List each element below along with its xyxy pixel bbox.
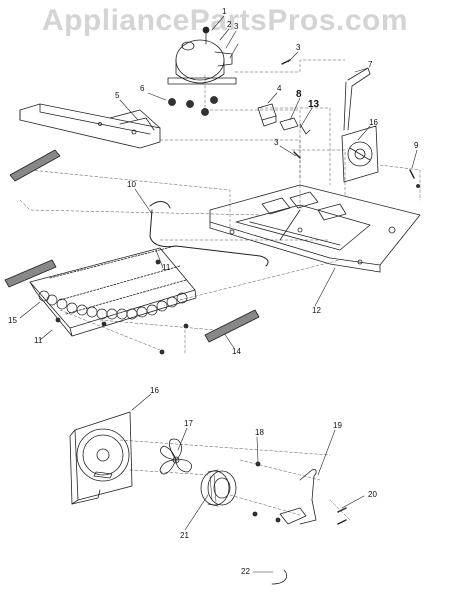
callout-10: 10 — [127, 180, 136, 189]
callout-19: 19 — [333, 421, 342, 430]
callout-1: 1 — [222, 7, 227, 16]
wire-clip — [271, 569, 288, 585]
callout-8: 8 — [296, 89, 302, 100]
callout-2: 2 — [227, 20, 232, 29]
callout-3: 3 — [274, 138, 279, 147]
drain-pan — [19, 103, 161, 149]
callout-5: 5 — [115, 91, 120, 100]
callout-17: 17 — [184, 419, 193, 428]
fan-blade — [159, 438, 192, 475]
condenser-coil-loops — [38, 290, 188, 320]
callout-9: 9 — [414, 141, 419, 150]
callout-16: 16 — [369, 118, 378, 127]
fan-motor — [200, 469, 237, 507]
callout-4: 4 — [277, 84, 282, 93]
callout-20: 20 — [368, 490, 377, 499]
watermark: AppliancePartsPros.com — [41, 4, 409, 37]
callout-3: 3 — [234, 22, 239, 31]
callout-14: 14 — [232, 347, 241, 356]
base-plate — [209, 184, 421, 273]
callout-18: 18 — [255, 428, 264, 437]
leader-lines — [19, 15, 418, 573]
fan-bracket-top — [341, 67, 379, 183]
callout-15: 15 — [8, 316, 17, 325]
motor-screws — [255, 461, 347, 525]
callout-21: 21 — [180, 531, 189, 540]
callout-11: 11 — [162, 263, 171, 272]
condenser-coil — [29, 245, 197, 337]
callout-22: 22 — [241, 567, 250, 576]
fan-shroud — [69, 411, 133, 505]
compressor-grommets — [168, 96, 218, 116]
screws — [281, 59, 420, 188]
tubing — [149, 201, 269, 267]
relay-overload — [257, 103, 311, 135]
motor-bracket — [252, 469, 317, 525]
callout-13: 13 — [308, 99, 320, 110]
callout-11: 11 — [34, 336, 43, 345]
coil-fasteners — [55, 259, 189, 355]
callout-6: 6 — [140, 84, 145, 93]
callout-7: 7 — [368, 60, 373, 69]
dashed-guide-lines — [19, 59, 421, 521]
callout-16: 16 — [150, 386, 159, 395]
foam-strips — [4, 149, 260, 343]
callout-3: 3 — [296, 43, 301, 52]
compressor — [167, 26, 237, 85]
callout-12: 12 — [312, 306, 321, 315]
